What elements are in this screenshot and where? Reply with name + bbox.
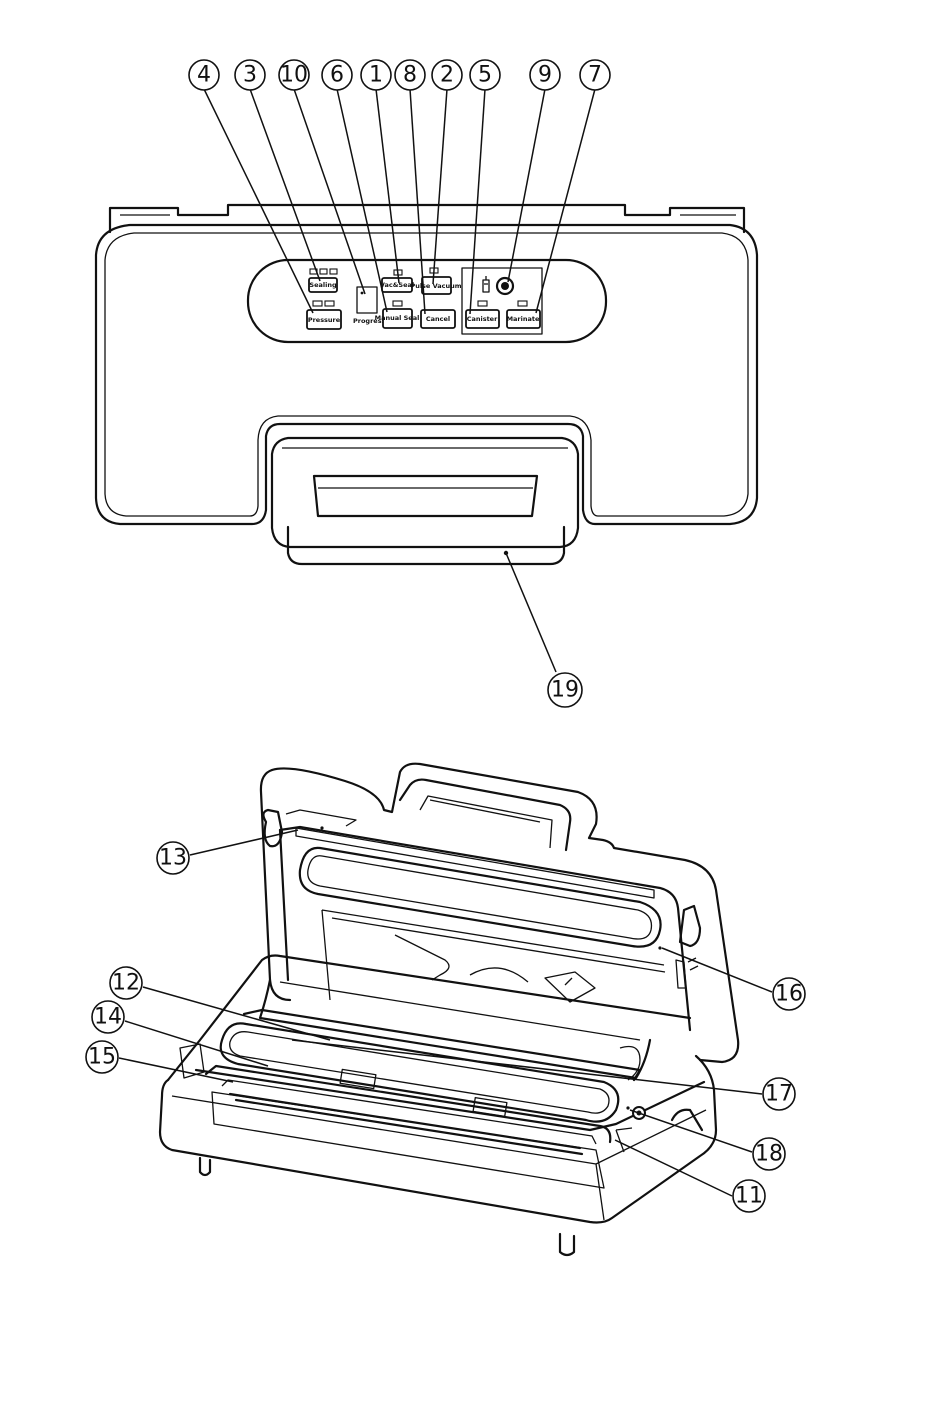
callout-4: 4 bbox=[189, 60, 219, 90]
callout-6: 6 bbox=[322, 60, 352, 90]
svg-text:1: 1 bbox=[369, 63, 383, 88]
pressure-indicator-2 bbox=[325, 301, 334, 306]
svg-text:18: 18 bbox=[755, 1142, 783, 1167]
sealing-indicator-3 bbox=[330, 269, 337, 274]
svg-text:19: 19 bbox=[551, 678, 579, 703]
callout-16: 16 bbox=[773, 978, 805, 1010]
bottom-leader-lines bbox=[119, 830, 772, 1196]
svg-text:7: 7 bbox=[588, 63, 602, 88]
callout-17: 17 bbox=[763, 1078, 795, 1110]
vac-seal-label: Vac&Seal bbox=[380, 281, 414, 289]
callout-7: 7 bbox=[580, 60, 610, 90]
pressure-indicator-1 bbox=[313, 301, 322, 306]
callout-14: 14 bbox=[92, 1001, 124, 1033]
svg-text:6: 6 bbox=[330, 63, 344, 88]
top-view: Sealing Pressure Progress Vac&Seal Manua… bbox=[96, 89, 757, 672]
svg-text:3: 3 bbox=[243, 63, 257, 88]
sealing-button[interactable]: Sealing bbox=[309, 278, 337, 292]
callout-13: 13 bbox=[157, 842, 189, 874]
hose-port[interactable] bbox=[497, 278, 513, 294]
vac-seal-button[interactable]: Vac&Seal bbox=[380, 278, 414, 292]
marinate-label: Marinate bbox=[507, 315, 540, 323]
canister-indicator bbox=[478, 301, 487, 306]
callout-5: 5 bbox=[470, 60, 500, 90]
callout-10: 10 bbox=[279, 60, 309, 90]
svg-text:10: 10 bbox=[280, 63, 308, 88]
svg-text:17: 17 bbox=[765, 1082, 793, 1107]
svg-text:11: 11 bbox=[735, 1184, 763, 1209]
callout-19: 19 bbox=[548, 673, 582, 707]
sealing-indicator-2 bbox=[320, 269, 327, 274]
pressure-label: Pressure bbox=[308, 316, 341, 324]
hose-icon bbox=[483, 276, 489, 292]
svg-text:9: 9 bbox=[538, 63, 552, 88]
manual-seal-indicator bbox=[393, 301, 402, 306]
pulse-vacuum-label: Pulse Vacuum bbox=[410, 282, 461, 290]
callout-18: 18 bbox=[753, 1138, 785, 1170]
svg-text:15: 15 bbox=[88, 1045, 116, 1070]
cancel-label: Cancel bbox=[426, 315, 450, 323]
open-view bbox=[119, 764, 772, 1255]
svg-text:13: 13 bbox=[159, 846, 187, 871]
marinate-indicator bbox=[518, 301, 527, 306]
svg-text:4: 4 bbox=[197, 63, 211, 88]
callout-2: 2 bbox=[432, 60, 462, 90]
callout-9: 9 bbox=[530, 60, 560, 90]
svg-text:12: 12 bbox=[112, 971, 140, 996]
callout-15: 15 bbox=[86, 1041, 118, 1073]
callout-8: 8 bbox=[395, 60, 425, 90]
top-leader-lines bbox=[204, 89, 595, 672]
callout-12: 12 bbox=[110, 967, 142, 999]
svg-text:16: 16 bbox=[775, 982, 803, 1007]
manual-seal-button[interactable]: Manual Seal bbox=[375, 309, 420, 328]
callout-3: 3 bbox=[235, 60, 265, 90]
callout-1: 1 bbox=[361, 60, 391, 90]
cancel-button[interactable]: Cancel bbox=[421, 310, 455, 328]
svg-text:14: 14 bbox=[94, 1005, 122, 1030]
canister-label: Canister bbox=[467, 315, 498, 323]
svg-text:5: 5 bbox=[478, 63, 492, 88]
progress-display bbox=[357, 287, 377, 313]
manual-seal-label: Manual Seal bbox=[375, 314, 420, 322]
marinate-button[interactable]: Marinate bbox=[507, 310, 540, 328]
sealing-label: Sealing bbox=[309, 281, 337, 289]
svg-text:2: 2 bbox=[440, 63, 454, 88]
canister-button[interactable]: Canister bbox=[466, 310, 499, 328]
callout-11: 11 bbox=[733, 1180, 765, 1212]
svg-text:8: 8 bbox=[403, 63, 417, 88]
pulse-vacuum-button[interactable]: Pulse Vacuum bbox=[410, 277, 461, 294]
